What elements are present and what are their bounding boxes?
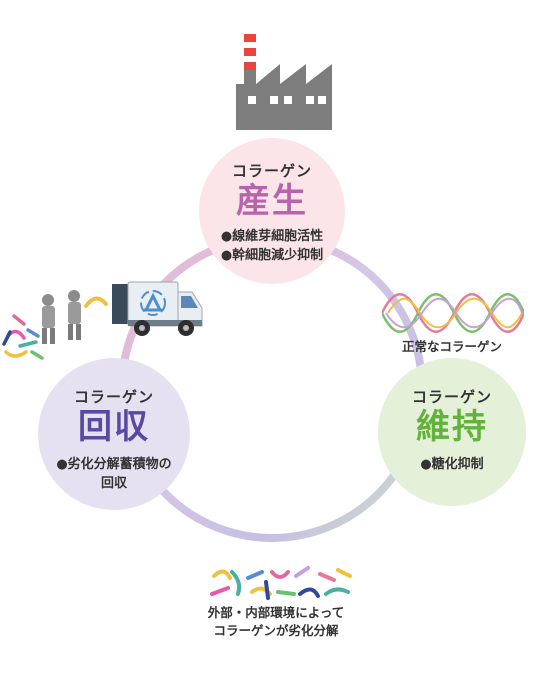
production-node: コラーゲン 産生 ●線維芽細胞活性 ●幹細胞減少抑制 [199, 138, 345, 284]
recovery-node: コラーゲン 回収 ●劣化分解蓄積物の 回収 [38, 358, 190, 510]
factory-icon [236, 34, 332, 130]
production-item: ●線維芽細胞活性 [220, 229, 324, 244]
recovery-item: ●劣化分解蓄積物の [56, 457, 172, 472]
maintenance-node: コラーゲン 維持 ●糖化抑制 [378, 358, 526, 506]
recovery-title: 回収 [78, 407, 150, 447]
workers-icon [2, 290, 108, 360]
recycle-icon [144, 292, 162, 312]
degradation-caption-line2: コラーゲンが劣化分解 [213, 623, 339, 638]
production-title: 産生 [236, 181, 308, 221]
dna-helix-icon [382, 293, 524, 333]
production-subtitle: コラーゲン [231, 162, 312, 180]
maintenance-title: 維持 [416, 407, 488, 447]
garbage-truck-icon [112, 281, 203, 336]
production-item: ●幹細胞減少抑制 [220, 248, 324, 263]
degradation-caption-line1: 外部・内部環境によって [207, 605, 345, 620]
maintenance-subtitle: コラーゲン [411, 388, 492, 406]
degradation-caption: 外部・内部環境によって コラーゲンが劣化分解 [176, 604, 376, 640]
fragments-icon [210, 566, 352, 600]
normal-collagen-caption: 正常なコラーゲン [401, 339, 502, 354]
recovery-subtitle: コラーゲン [73, 388, 154, 406]
maintenance-item: ●糖化抑制 [420, 457, 484, 472]
recovery-item: 回収 [100, 476, 127, 491]
